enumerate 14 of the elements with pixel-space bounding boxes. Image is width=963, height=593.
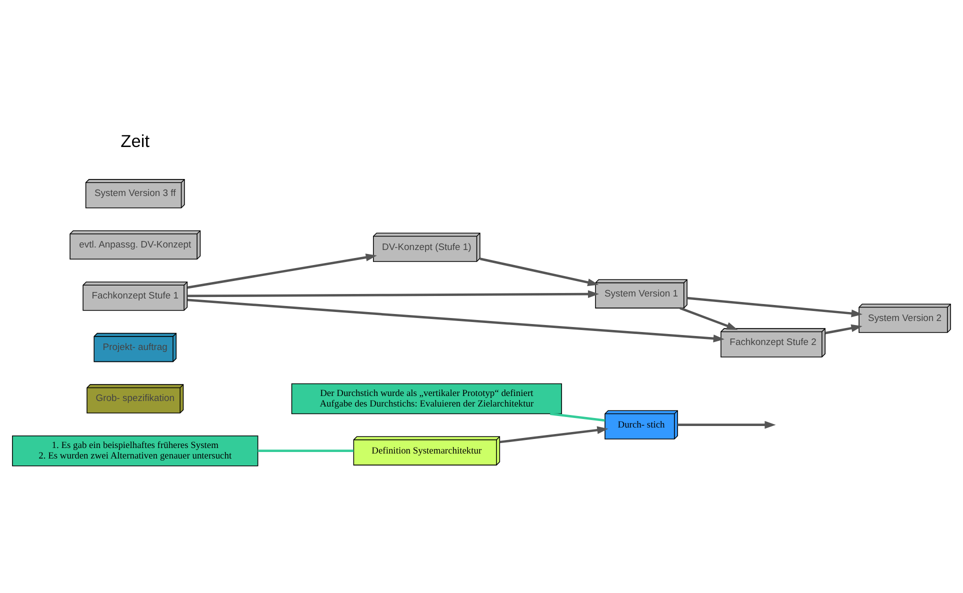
connector [258,449,354,452]
node-box: Der Durchstich wurde als „vertikaler Prototyp“ definiert Aufgabe des Durchstichs: Evaluieren der Zielarchitektur [291,382,562,414]
label: Zeit [120,130,150,150]
connector [550,412,605,422]
arrow [500,426,608,443]
arrow [825,324,862,334]
node-box: 1. Es gab ein beispielhaftes früheres System 2. Es wurden zwei Alternativen genauer untersucht [12,434,258,466]
arrow [187,290,600,298]
arrow [686,296,862,317]
arrow [480,257,599,286]
arrow [678,420,776,428]
arrow [680,306,738,330]
arrow [187,298,724,342]
arrow [187,253,377,288]
